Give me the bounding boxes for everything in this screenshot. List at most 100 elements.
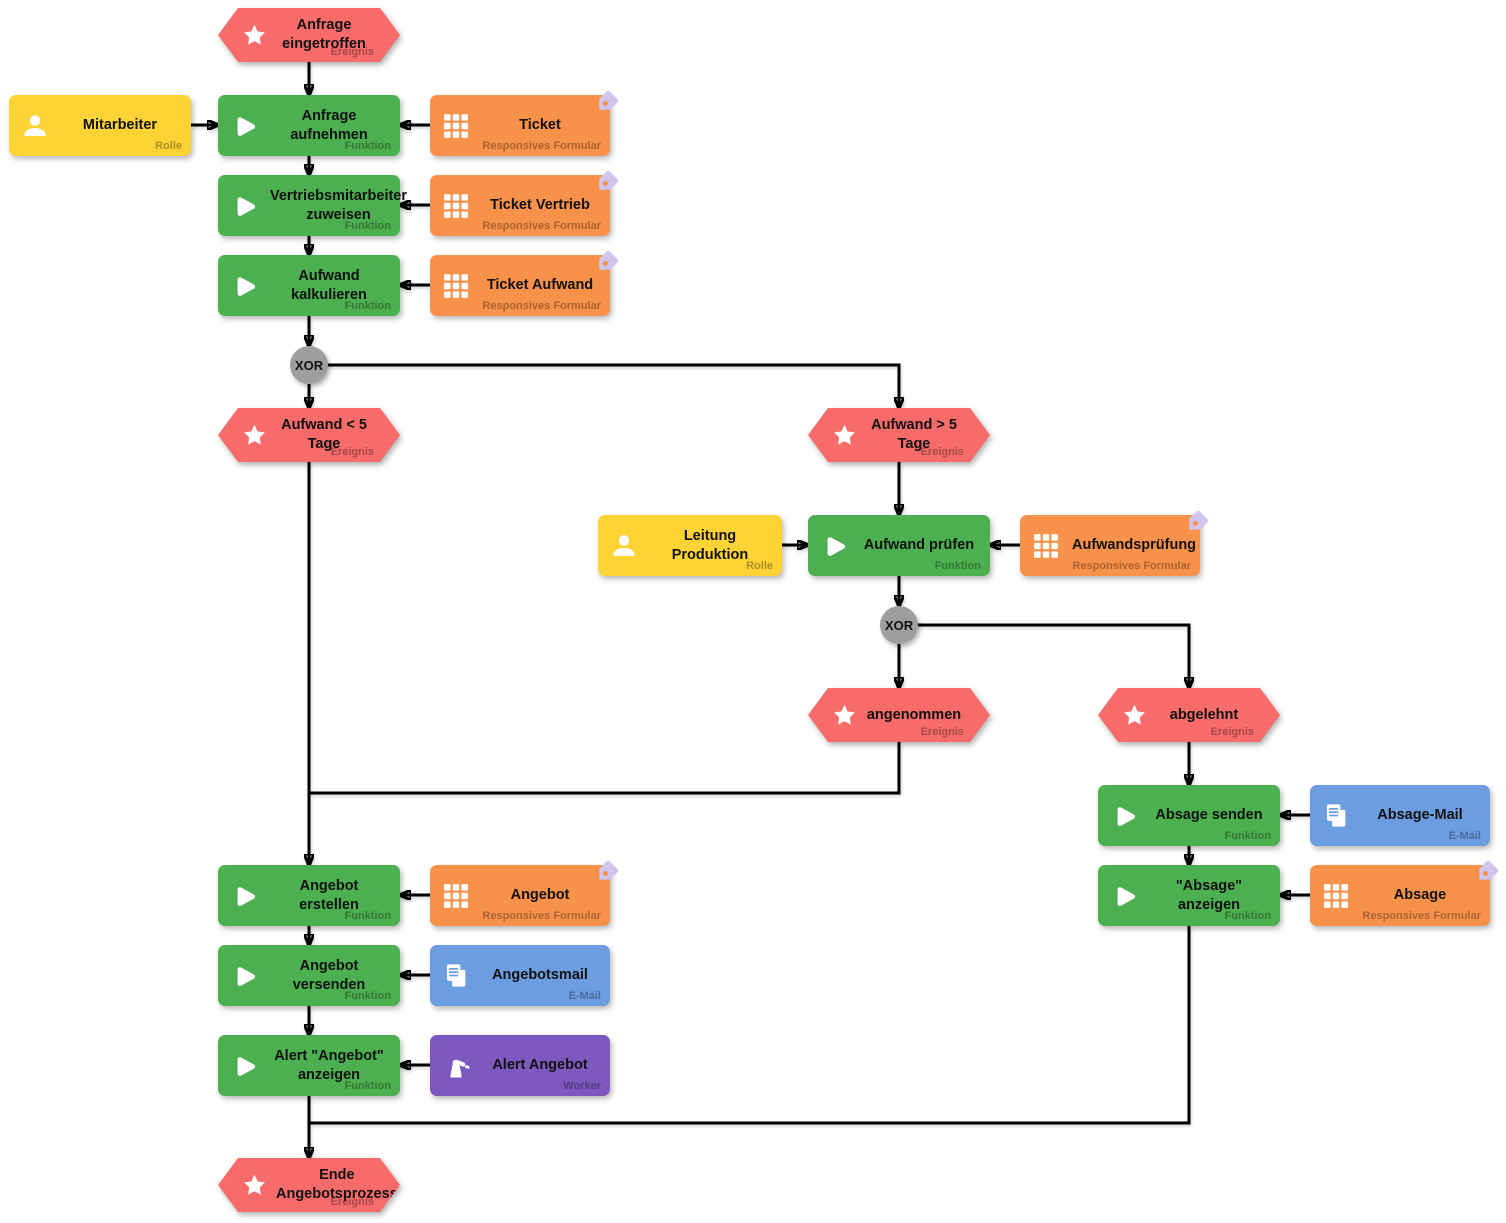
node-label: Aufwand kalkulieren bbox=[291, 267, 367, 303]
function-absage-anzeigen[interactable]: "Absage" anzeigen Funktion bbox=[1098, 865, 1280, 926]
node-label: Anfrage eingetroffen bbox=[282, 17, 366, 52]
play-icon bbox=[1098, 882, 1150, 910]
person-icon bbox=[9, 111, 61, 141]
node-label: Alert Angebot bbox=[492, 1057, 588, 1074]
role-leitung-produktion[interactable]: Leitung Produktion Rolle bbox=[598, 515, 782, 576]
person-icon bbox=[598, 531, 650, 561]
form-ticket-aufwand[interactable]: Ticket Aufwand Responsives Formular bbox=[430, 250, 619, 316]
node-label: Mitarbeiter bbox=[82, 117, 158, 134]
node-type-label: Ereignis bbox=[330, 46, 374, 58]
star-icon bbox=[232, 23, 276, 48]
play-icon bbox=[218, 882, 270, 910]
star-icon bbox=[232, 1173, 276, 1198]
node-label: abgelehnt bbox=[1169, 706, 1239, 723]
node-label: Aufwand > 5 Tage bbox=[871, 417, 957, 452]
play-icon bbox=[218, 1052, 270, 1080]
function-vertriebsmitarbeiter-zuweisen[interactable]: Vertriebsmitarbeiter zuweisen Funktion bbox=[218, 175, 407, 236]
function-anfrage-aufnehmen[interactable]: Anfrage aufnehmen Funktion bbox=[218, 95, 400, 156]
event-ende-angebotsprozess[interactable]: Ende Angebotsprozess Ereignis bbox=[218, 1158, 400, 1212]
worker-alert-angebot[interactable]: Alert Angebot Worker bbox=[430, 1035, 610, 1096]
node-label: Ticket Aufwand bbox=[486, 277, 594, 294]
node-label: angenommen bbox=[866, 706, 962, 723]
node-label: Aufwand prüfen bbox=[863, 537, 975, 554]
play-icon bbox=[218, 272, 270, 300]
node-label: Absage senden bbox=[1155, 807, 1263, 824]
star-icon bbox=[822, 423, 866, 448]
node-type-label: Ereignis bbox=[330, 446, 374, 458]
node-label: Ticket Vertrieb bbox=[490, 197, 590, 214]
function-absage-senden[interactable]: Absage senden Funktion bbox=[1098, 785, 1280, 846]
xor-gateway-1[interactable]: XOR bbox=[290, 346, 328, 384]
function-angebot-erstellen[interactable]: Angebot erstellen Funktion bbox=[218, 865, 400, 926]
pages-icon bbox=[1310, 800, 1362, 831]
node-label: Angebot versenden bbox=[292, 957, 366, 993]
event-abgelehnt[interactable]: abgelehnt Ereignis bbox=[1098, 688, 1280, 742]
node-type-label: Ereignis bbox=[1210, 726, 1254, 738]
event-angenommen[interactable]: angenommen Ereignis bbox=[808, 688, 990, 742]
form-ticket-vertrieb[interactable]: Ticket Vertrieb Responsives Formular bbox=[430, 170, 619, 236]
play-icon bbox=[1098, 802, 1150, 830]
node-label: Aufwand < 5 Tage bbox=[281, 417, 367, 452]
star-icon bbox=[1112, 703, 1156, 728]
node-type-label: Funktion bbox=[344, 910, 391, 922]
play-icon bbox=[808, 532, 860, 560]
node-type-label: Responsives Formular bbox=[482, 910, 601, 922]
event-shape[interactable]: Aufwand < 5 Tage Ereignis bbox=[218, 408, 400, 462]
node-type-label: Ereignis bbox=[920, 726, 964, 738]
node-type-label: E-Mail bbox=[568, 990, 601, 1002]
email-absage-mail[interactable]: Absage-Mail E-Mail bbox=[1310, 785, 1490, 846]
play-icon bbox=[218, 112, 270, 140]
xor-gateway-2[interactable]: XOR bbox=[880, 606, 918, 644]
grid-icon bbox=[1310, 881, 1362, 911]
robot-arm-icon bbox=[430, 1051, 482, 1081]
node-label: Absage-Mail bbox=[1377, 807, 1463, 824]
event-anfrage-eingetroffen[interactable]: Anfrage eingetroffen Ereignis bbox=[218, 8, 400, 62]
form-ticket[interactable]: Ticket Responsives Formular bbox=[430, 90, 619, 156]
grid-icon bbox=[430, 271, 482, 301]
pages-icon bbox=[430, 960, 482, 991]
star-icon bbox=[822, 703, 866, 728]
node-label: Angebot bbox=[510, 887, 570, 904]
form-absage[interactable]: Absage Responsives Formular bbox=[1310, 860, 1499, 926]
event-aufwand-lt-5-tage[interactable]: Aufwand < 5 Tage Ereignis bbox=[218, 408, 400, 462]
node-type-label: Ereignis bbox=[330, 1196, 374, 1208]
gateway-label: XOR bbox=[294, 357, 324, 373]
function-aufwand-pruefen[interactable]: Aufwand prüfen Funktion bbox=[808, 515, 990, 576]
event-aufwand-gt-5-tage[interactable]: Aufwand > 5 Tage Ereignis bbox=[808, 408, 990, 462]
node-type-label: E-Mail bbox=[1448, 830, 1481, 842]
node-label: Leitung Produktion bbox=[671, 527, 749, 563]
form-aufwandspruefung[interactable]: Aufwandsprüfung Responsives Formular bbox=[1020, 510, 1209, 576]
event-shape[interactable]: Ende Angebotsprozess Ereignis bbox=[218, 1158, 400, 1212]
function-aufwand-kalkulieren[interactable]: Aufwand kalkulieren Funktion bbox=[218, 255, 400, 316]
node-label: "Absage" anzeigen bbox=[1175, 877, 1243, 913]
event-shape[interactable]: Aufwand > 5 Tage Ereignis bbox=[808, 408, 990, 462]
node-label: Absage bbox=[1393, 887, 1447, 904]
grid-icon bbox=[430, 191, 482, 221]
play-icon bbox=[218, 962, 270, 990]
event-shape[interactable]: angenommen Ereignis bbox=[808, 688, 990, 742]
grid-icon bbox=[1020, 531, 1072, 561]
email-angebotsmail[interactable]: Angebotsmail E-Mail bbox=[430, 945, 610, 1006]
event-shape[interactable]: abgelehnt Ereignis bbox=[1098, 688, 1280, 742]
event-shape[interactable]: Anfrage eingetroffen Ereignis bbox=[218, 8, 400, 62]
role-mitarbeiter[interactable]: Mitarbeiter Rolle bbox=[9, 95, 191, 156]
form-angebot[interactable]: Angebot Responsives Formular bbox=[430, 860, 619, 926]
node-type-label: Responsives Formular bbox=[482, 220, 601, 232]
function-alert-angebot-anzeigen[interactable]: Alert "Angebot" anzeigen Funktion bbox=[218, 1035, 400, 1096]
node-type-label: Responsives Formular bbox=[482, 140, 601, 152]
node-type-label: Funktion bbox=[1224, 830, 1271, 842]
node-type-label: Responsives Formular bbox=[1072, 560, 1191, 572]
gateway-label: XOR bbox=[884, 617, 914, 633]
node-label: Angebot erstellen bbox=[299, 877, 359, 913]
node-type-label: Funktion bbox=[344, 1080, 391, 1092]
function-angebot-versenden[interactable]: Angebot versenden Funktion bbox=[218, 945, 400, 1006]
node-type-label: Responsives Formular bbox=[1362, 910, 1481, 922]
node-type-label: Funktion bbox=[344, 220, 391, 232]
node-label: Ende Angebotsprozess bbox=[276, 1167, 398, 1202]
node-type-label: Rolle bbox=[155, 140, 182, 152]
node-label: Aufwandsprüfung bbox=[1072, 537, 1197, 554]
node-type-label: Funktion bbox=[1224, 910, 1271, 922]
node-label: Alert "Angebot" anzeigen bbox=[274, 1047, 384, 1083]
